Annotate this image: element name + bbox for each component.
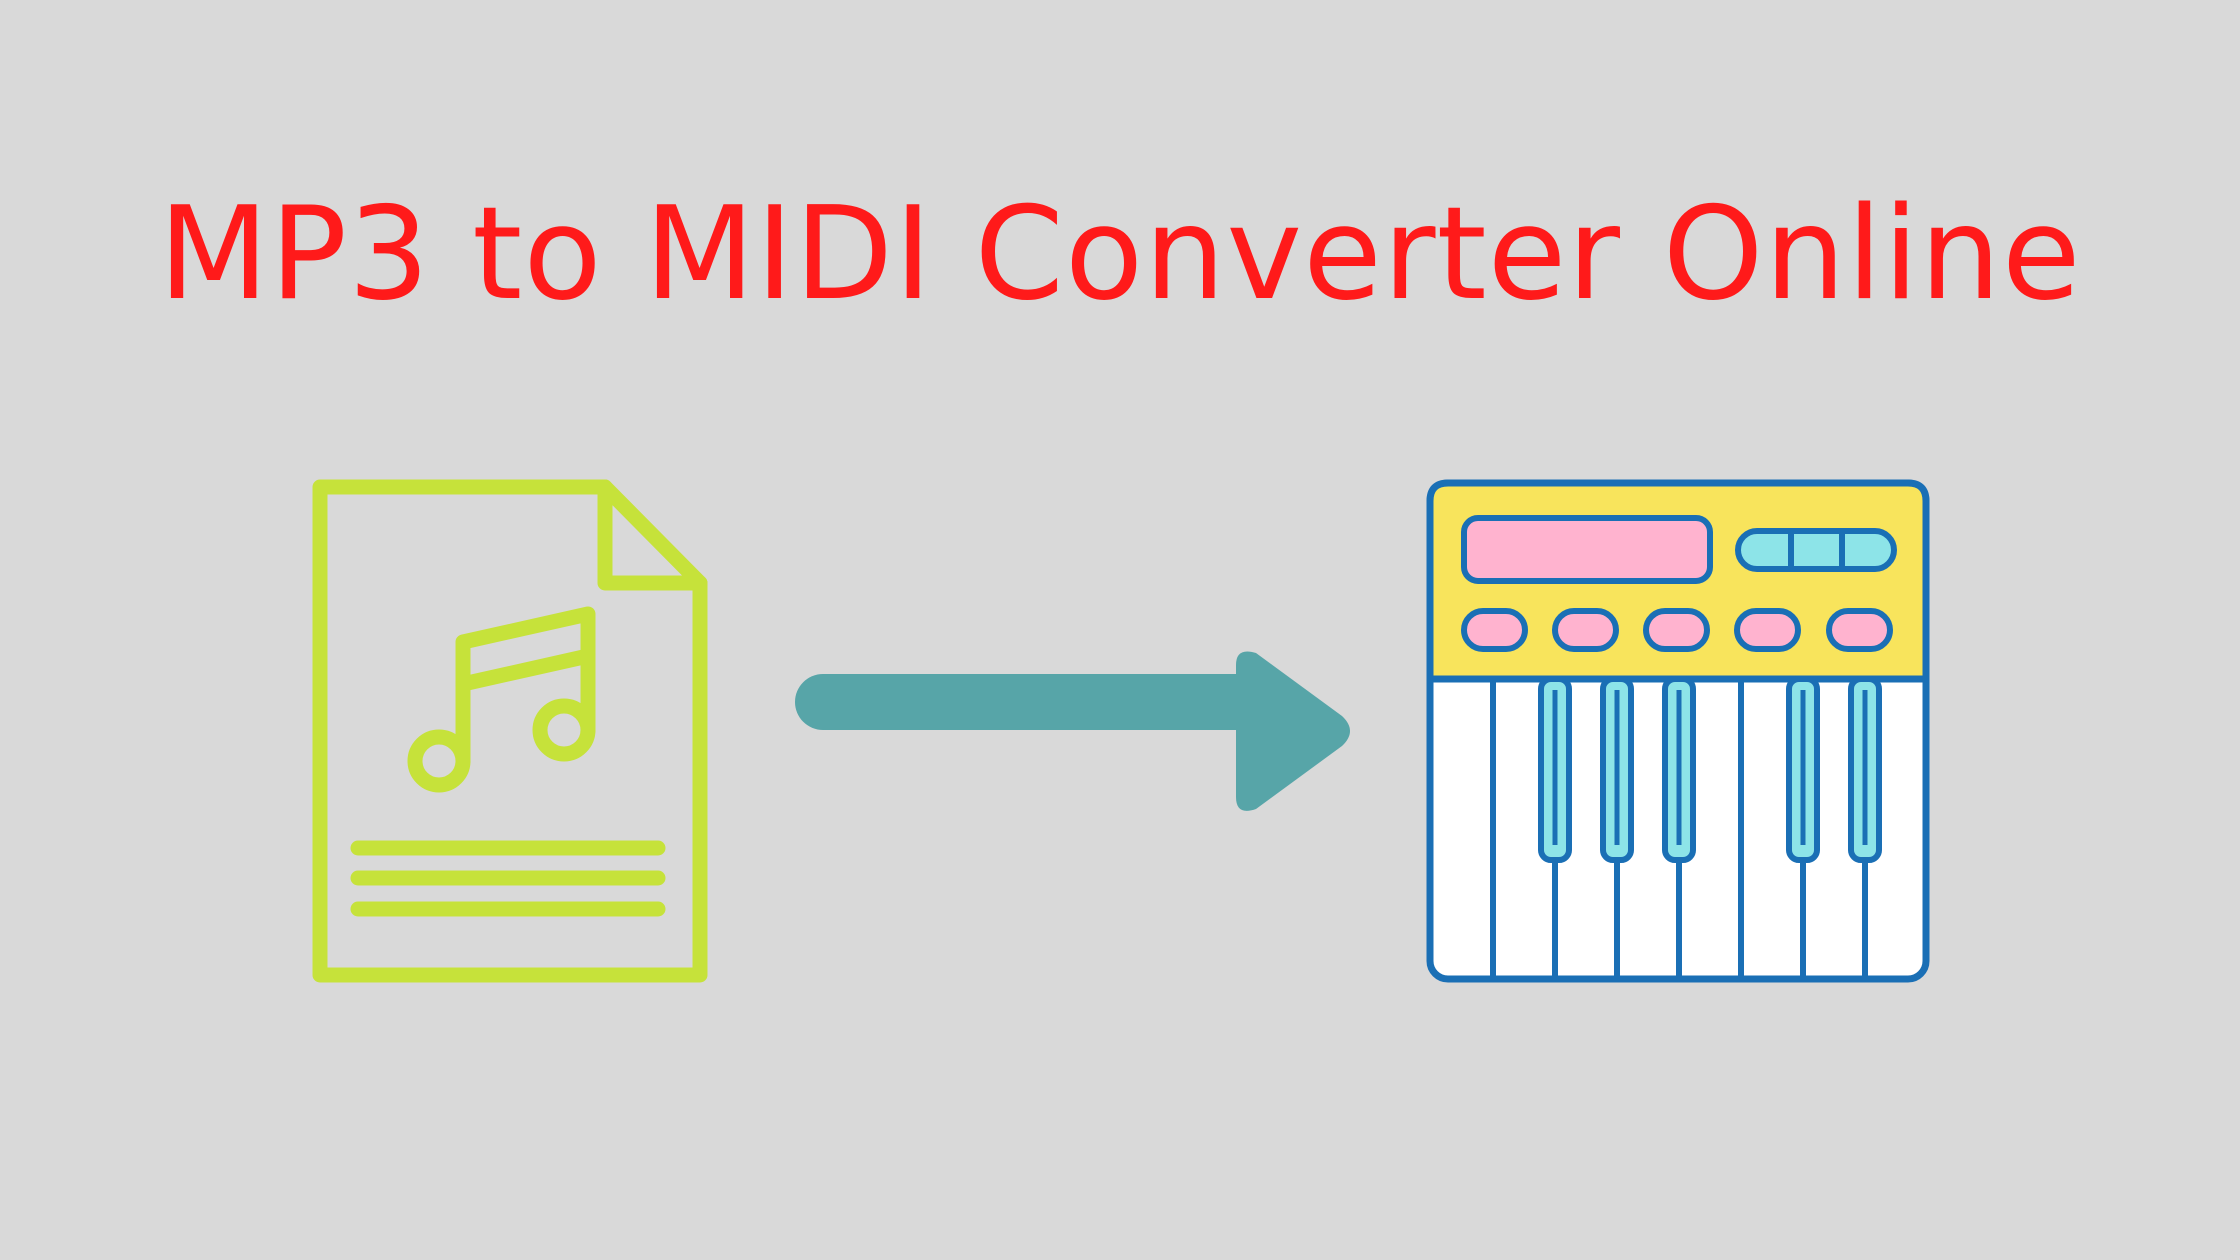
arrow-right-icon <box>795 651 1350 811</box>
midi-keyboard-icon <box>1426 479 1930 983</box>
audio-file-icon <box>312 479 708 983</box>
page-title: MP3 to MIDI Converter Online <box>158 180 2082 329</box>
